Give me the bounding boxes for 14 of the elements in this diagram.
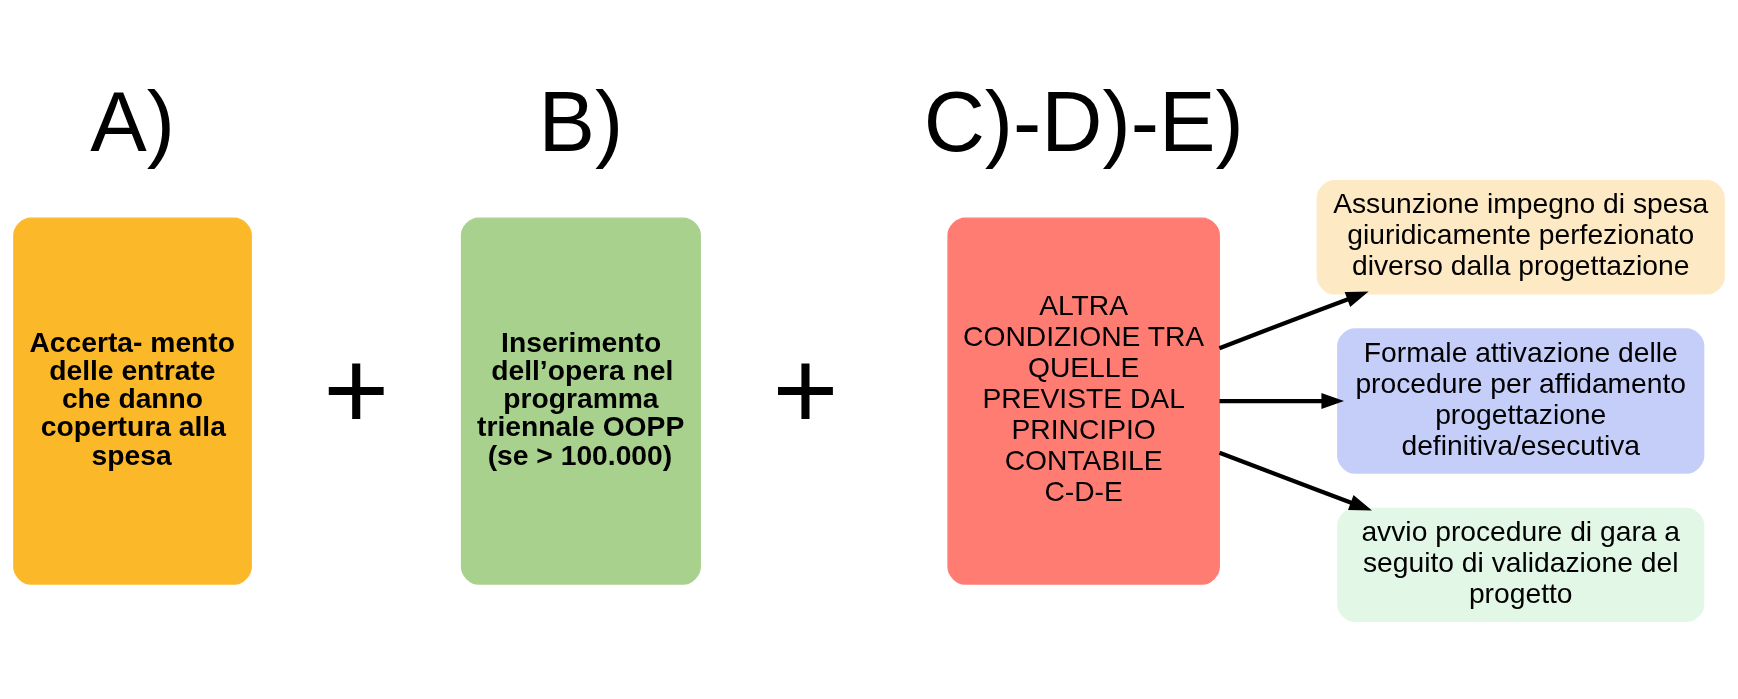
- label: +: [323, 327, 390, 454]
- label: +: [772, 327, 839, 454]
- node-box: ALTRA CONDIZIONE TRA QUELLE PREVISTE DAL PRINCIPIO CONTABILE C-D-E: [947, 217, 1220, 585]
- node-box: Assunzione impegno di spesa giuridicamente perfezionato diverso dalla progettazione: [1316, 180, 1725, 295]
- arrow: [1219, 393, 1345, 409]
- node-box: Inserimento dell’opera nel programma triennale OOPP (se > 100.000): [460, 217, 701, 585]
- arrow: [1218, 291, 1369, 351]
- node-box: Formale attivazione delle procedure per affidamento progettazione definitiva/esecutiva: [1337, 328, 1705, 474]
- node-box: avvio procedure di gara a seguito di validazione del progetto: [1337, 507, 1705, 623]
- arrow: [1218, 450, 1372, 511]
- label: B): [538, 74, 624, 170]
- label: C)-D)-E): [923, 74, 1244, 170]
- label: A): [90, 74, 175, 170]
- node-box: Accerta- mento delle entrate che danno copertura alla spesa: [13, 217, 252, 585]
